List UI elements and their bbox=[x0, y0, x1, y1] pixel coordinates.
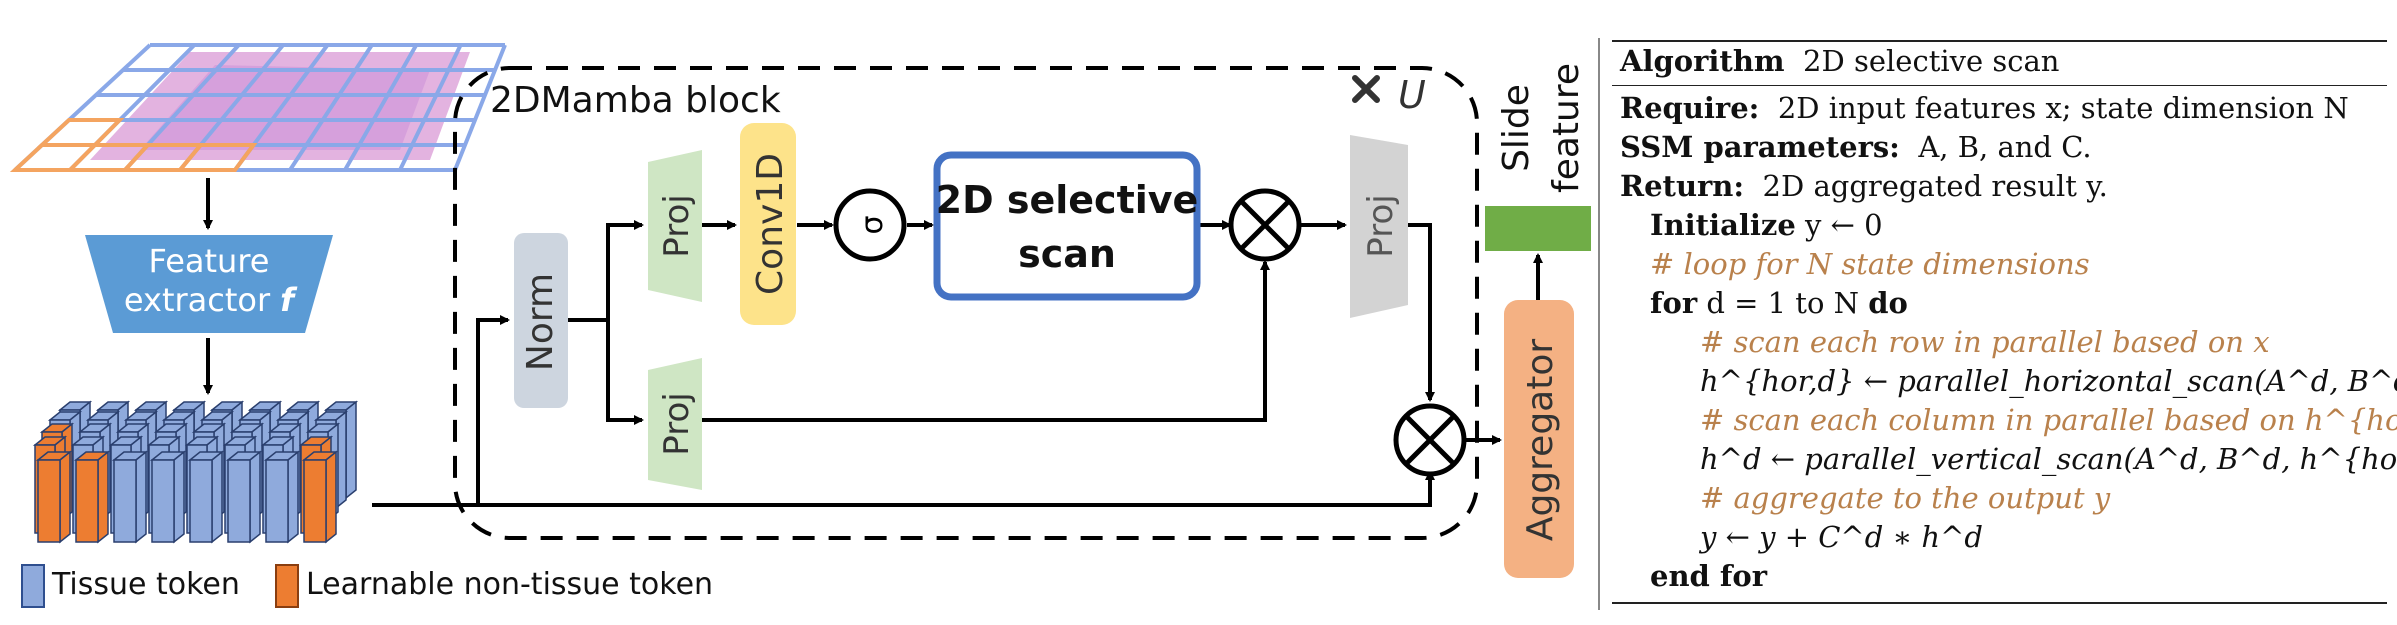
mamba-block-title: 2DMamba block bbox=[490, 80, 781, 121]
selective-scan-label-2: scan bbox=[1018, 232, 1116, 276]
algorithm-bottom-rule bbox=[1612, 602, 2387, 604]
legend-nontissue-swatch bbox=[275, 564, 299, 608]
selective-scan-block: 2D selective scan bbox=[933, 151, 1201, 301]
proj-top-label: Proj bbox=[657, 194, 697, 257]
algorithm-for: for d = 1 to N do bbox=[1650, 286, 1908, 320]
proj-out-block: Proj bbox=[1350, 135, 1408, 318]
feature-extractor-symbol: f bbox=[280, 281, 298, 319]
multiply-icon-top bbox=[1228, 188, 1302, 262]
times-icon bbox=[1352, 75, 1380, 103]
slide-feature-label-2: feature bbox=[1546, 63, 1587, 193]
proj-top-block: Proj bbox=[648, 150, 702, 302]
conv1d-label: Conv1D bbox=[750, 153, 791, 295]
tile-grid-nontissue-cell bbox=[36, 118, 125, 147]
token-cube bbox=[263, 450, 301, 544]
slide-feature-label-1: Slide bbox=[1496, 84, 1537, 172]
norm-to-proj-top bbox=[606, 220, 644, 320]
algorithm-comment-aggregate: # aggregate to the output y bbox=[1700, 481, 2111, 515]
algorithm-ssm: SSM parameters: A, B, and C. bbox=[1620, 130, 2092, 164]
feature-extractor-label-1: Feature bbox=[149, 242, 270, 280]
tile-grid-nontissue-cell bbox=[175, 143, 258, 172]
legend: Tissue token Learnable non-tissue token bbox=[21, 564, 713, 608]
mamba-block-repeat-symbol: U bbox=[1398, 73, 1426, 117]
legend-tissue-label: Tissue token bbox=[51, 567, 240, 602]
proj-out-to-final-mult bbox=[1405, 223, 1435, 402]
algorithm-comment-loop: # loop for N state dimensions bbox=[1650, 247, 2090, 281]
norm-label: Norm bbox=[520, 273, 561, 371]
activation-symbol: σ bbox=[855, 215, 890, 234]
algorithm-line-vertical: h^d ← parallel_vertical_scan(A^d, B^d, h… bbox=[1700, 442, 2397, 476]
algorithm-label: Algorithm bbox=[1620, 44, 1785, 78]
multiply-icon-bottom bbox=[1393, 403, 1467, 477]
legend-tissue-swatch bbox=[21, 564, 45, 608]
tile-grid-line bbox=[453, 44, 507, 171]
norm-block: Norm bbox=[514, 233, 568, 408]
panel-separator bbox=[1598, 38, 1600, 610]
conv1d-block: Conv1D bbox=[740, 123, 796, 325]
aggregator-label: Aggregator bbox=[1520, 339, 1561, 542]
token-cube bbox=[111, 450, 149, 544]
proj-out-label: Proj bbox=[1361, 194, 1401, 257]
token-cube bbox=[73, 450, 111, 544]
proj-bottom-block: Proj bbox=[648, 358, 702, 490]
tile-grid-line bbox=[343, 44, 418, 171]
wsi-tile-grid bbox=[9, 43, 507, 172]
norm-to-proj-bottom bbox=[606, 320, 644, 425]
proj-bottom-label: Proj bbox=[657, 392, 697, 455]
algorithm-comment-row: # scan each row in parallel based on x bbox=[1700, 325, 2270, 359]
aggregator-block: Aggregator bbox=[1504, 300, 1574, 578]
algorithm-require: Require: 2D input features x; state dime… bbox=[1620, 91, 2349, 125]
selective-scan-label-1: 2D selective bbox=[936, 178, 1199, 222]
token-cube bbox=[187, 450, 225, 544]
token-to-bottom-line bbox=[372, 470, 1435, 507]
algorithm-line-aggregate: y ← y + C^d ∗ h^d bbox=[1700, 520, 1983, 554]
token-stack bbox=[32, 400, 359, 544]
algorithm-top-rule bbox=[1612, 40, 2387, 42]
algorithm-header: Algorithm 2D selective scan bbox=[1620, 43, 2059, 79]
algorithm-line-horizontal: h^{hor,d} ← parallel_horizontal_scan(A^d… bbox=[1700, 364, 2397, 398]
algorithm-end-for: end for bbox=[1650, 559, 1768, 593]
tile-grid-line bbox=[288, 43, 374, 172]
input-to-norm-line bbox=[476, 315, 510, 505]
token-cube bbox=[149, 450, 187, 544]
algorithm-initialize: Initialize y ← 0 bbox=[1650, 208, 1883, 242]
token-cube bbox=[35, 450, 73, 544]
token-cube bbox=[301, 450, 339, 544]
tile-grid-line bbox=[398, 44, 463, 171]
algorithm-comment-column: # scan each column in parallel based on … bbox=[1700, 403, 2397, 437]
proj-bottom-to-mult bbox=[700, 260, 1270, 422]
algorithm-header-rule bbox=[1612, 85, 2387, 86]
legend-nontissue-label: Learnable non-tissue token bbox=[306, 567, 713, 602]
feature-extractor-label-2: extractor bbox=[124, 281, 271, 319]
algorithm-title: 2D selective scan bbox=[1803, 44, 2060, 78]
algorithm-return: Return: 2D aggregated result y. bbox=[1620, 169, 2108, 203]
token-cube bbox=[225, 450, 263, 544]
slide-feature: Slide feature bbox=[1485, 63, 1591, 251]
activation-circle: σ bbox=[833, 188, 907, 262]
